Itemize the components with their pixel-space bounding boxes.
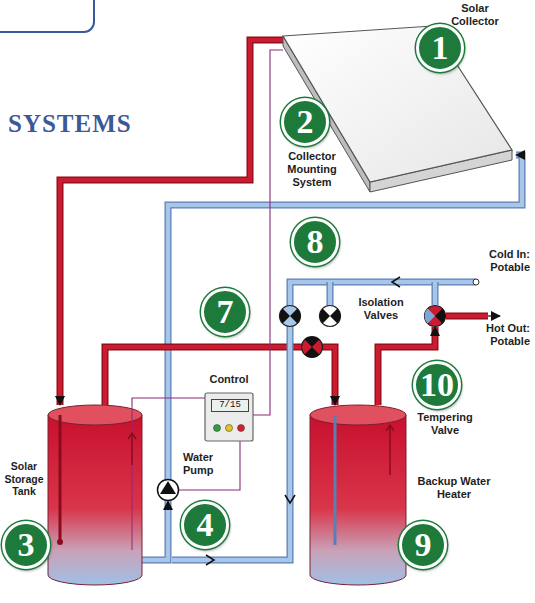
part-label: Backup Water Heater [414, 475, 494, 501]
part-label: Control [199, 373, 259, 386]
part-label: Isolation Valves [346, 296, 416, 322]
control-wire [179, 441, 240, 490]
part-label: Water Pump [183, 451, 225, 477]
part-label: Hot Out: Potable [462, 322, 530, 348]
pipe-end [473, 279, 479, 285]
part-label: Collector Mounting System [276, 150, 348, 190]
isolation-valve [302, 337, 323, 358]
solar-storage-tank-shape [48, 405, 142, 585]
backup-water-heater-shape [310, 405, 406, 585]
solar-storage-tank: Solar Storage Tank [48, 405, 142, 585]
tempering-valve-shape [424, 305, 446, 327]
part-label: Solar Collector [438, 2, 512, 28]
display-readout: 7/15 [211, 399, 249, 412]
isolation-valve [320, 306, 341, 327]
backup-water-heater: Backup Water Heater [310, 405, 406, 585]
tempering-valve: Tempering Valve [424, 305, 446, 327]
controller: Control7/15 [205, 393, 253, 441]
isolation-valve [280, 306, 301, 327]
callout-number: 2 [281, 98, 329, 146]
water-pump: Water Pump [157, 479, 179, 501]
part-label: Cold In: Potable [462, 248, 530, 274]
frame-corner [0, 0, 94, 32]
control-wire [132, 398, 205, 405]
water-pump-shape [157, 479, 179, 501]
control-wire [253, 50, 283, 415]
hot-out-pipe [446, 316, 500, 317]
callout-number: 3 [2, 521, 50, 569]
callout-number: 10 [413, 361, 461, 409]
title-heading: SYSTEMS [8, 110, 132, 138]
water-pipe [142, 501, 168, 560]
part-label: Solar Storage Tank [1, 460, 47, 498]
callout-number: 1 [416, 24, 464, 72]
callout-number: 7 [201, 288, 249, 336]
callout-number: 4 [181, 501, 229, 549]
callout-number: 8 [291, 218, 339, 266]
part-label: Tempering Valve [410, 411, 480, 437]
callout-number: 9 [399, 521, 447, 569]
